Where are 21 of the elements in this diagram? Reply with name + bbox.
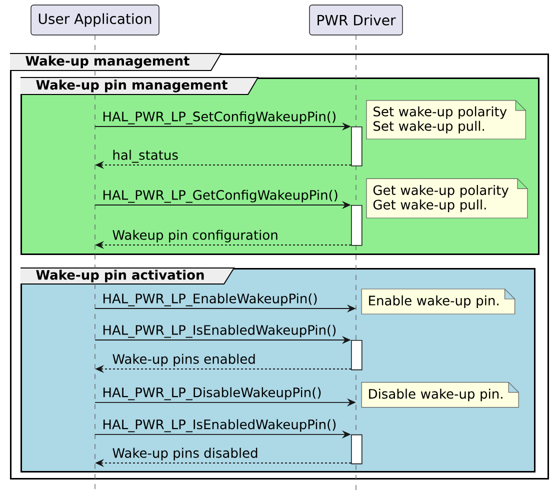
activation-bar [351,434,362,464]
message-label: Wake-up pins disabled [112,448,258,460]
message-label: HAL_PWR_LP_DisableWakeupPin() [103,387,321,400]
message-label: hal_status [113,150,178,163]
message-label: HAL_PWR_LP_IsEnabledWakeupPin() [103,324,336,338]
message-label: HAL_PWR_LP_IsEnabledWakeupPin() [103,419,336,432]
note: Disable wake-up pin. [361,382,519,408]
note: Set wake-up polarity Set wake-up pull. [366,100,526,140]
message-label: HAL_PWR_LP_EnableWakeupPin() [103,293,317,306]
participant-box: User Application [30,4,160,36]
message-label: Wakeup pin configuration [112,230,278,242]
message-label: HAL_PWR_LP_SetConfigWakeupPin() [103,111,336,124]
activation-bar [351,205,362,246]
message-label: HAL_PWR_LP_GetConfigWakeupPin() [103,190,338,203]
activation-bar [351,126,362,166]
participant-box: PWR Driver [309,4,403,36]
note: Enable wake-up pin. [361,288,516,314]
message-label: Wake-up pins enabled [112,354,255,366]
lifeline [94,34,96,492]
note: Get wake-up polarity Get wake-up pull. [366,178,528,218]
activation-bar [351,340,362,370]
